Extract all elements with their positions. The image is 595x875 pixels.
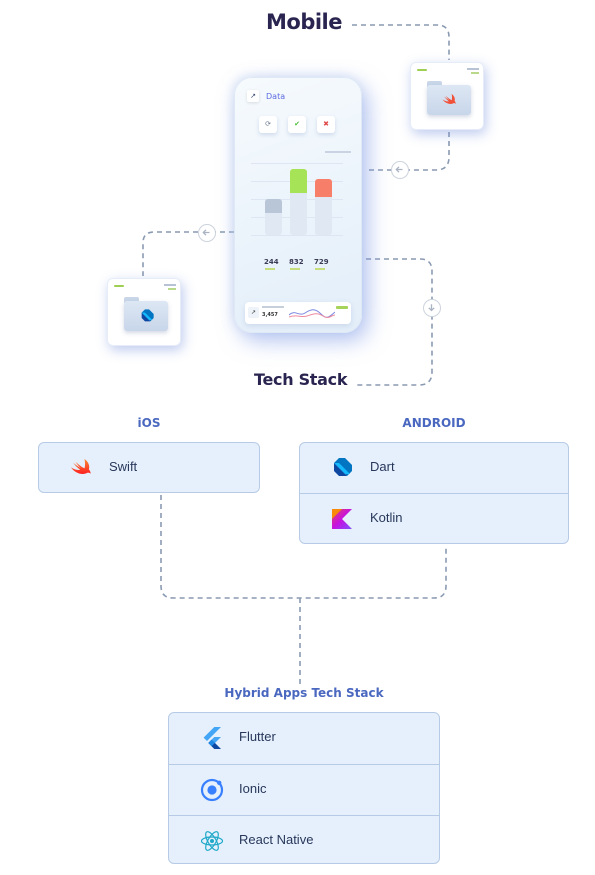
phone-stat: 832 [289, 258, 304, 266]
connector-phone-to-android-card [142, 231, 234, 276]
folder-icon [427, 81, 471, 115]
expand-icon: ↗ [248, 307, 259, 318]
tech-item-flutter: Flutter [169, 713, 439, 763]
android-stack-box: Dart Kotlin [299, 442, 569, 544]
phone-stat: 729 [314, 258, 329, 266]
folder-icon [124, 297, 168, 331]
tech-stack-title: Tech Stack [254, 370, 348, 389]
refresh-icon: ⟳ [259, 116, 277, 133]
expand-icon: ↗ [247, 90, 259, 102]
connector-mobile-to-ios-card [352, 24, 450, 60]
tech-label: Swift [109, 459, 138, 474]
tech-item-ionic: Ionic [169, 764, 439, 814]
hybrid-stack-box: Flutter Ionic React Native [168, 712, 440, 864]
close-icon: ✖ [317, 116, 335, 133]
ionic-icon [200, 778, 224, 802]
tech-item-dart: Dart [300, 443, 568, 493]
connector-phone-to-techstack [357, 258, 433, 386]
tech-label: React Native [239, 832, 314, 847]
tech-label: Dart [370, 459, 395, 474]
hybrid-section-title: Hybrid Apps Tech Stack [224, 686, 384, 700]
check-icon: ✔ [288, 116, 306, 133]
phone-screen-title: Data [266, 92, 286, 101]
tech-label: Ionic [239, 781, 267, 796]
android-section-title: ANDROID [402, 416, 466, 430]
swift-icon [442, 94, 456, 104]
ios-stack-box: Swift [38, 442, 260, 493]
swift-icon [71, 459, 91, 474]
flutter-icon [203, 727, 221, 749]
connector-ios-card-to-phone [366, 132, 450, 171]
tech-item-kotlin: Kotlin [300, 493, 568, 543]
phone-bar [315, 179, 332, 235]
arrow-down-icon [423, 299, 441, 317]
arrow-left-icon [198, 224, 216, 242]
tech-label: Flutter [239, 729, 276, 744]
phone-total: 3,457 [262, 312, 278, 318]
phone-note [325, 151, 351, 153]
mobile-title: Mobile [266, 10, 343, 34]
android-folder-card [107, 278, 181, 346]
arrow-left-icon [391, 161, 409, 179]
phone-bar [265, 199, 282, 235]
ios-folder-card [410, 62, 484, 130]
phone-total-card: ↗ 3,457 [245, 302, 351, 324]
react-icon [200, 831, 224, 851]
kotlin-icon [332, 509, 352, 529]
sparkline [289, 309, 335, 319]
phone-bar [290, 169, 307, 235]
dart-icon [334, 458, 352, 476]
dart-icon [141, 309, 154, 322]
ios-section-title: iOS [137, 416, 161, 430]
phone-stat: 244 [264, 258, 279, 266]
phone-mockup: ↗ Data ⟳ ✔ ✖ 244 832 729 ↗ 3,457 [234, 77, 362, 333]
tech-item-react-native: React Native [169, 815, 439, 865]
tech-label: Kotlin [370, 510, 403, 525]
tech-item-swift: Swift [39, 443, 259, 493]
